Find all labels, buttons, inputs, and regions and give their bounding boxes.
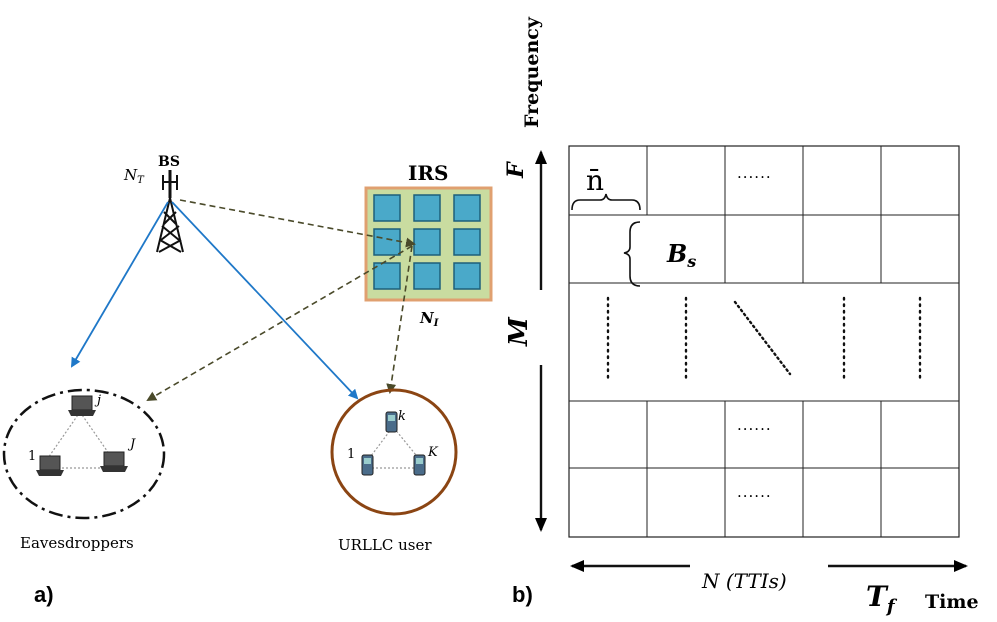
panel-b: ...... ...... ...... n̄ Bs Frequency F M… — [503, 16, 979, 617]
panel-b-label: b) — [512, 582, 533, 607]
frequency-axis-label: Frequency — [521, 16, 543, 128]
bs-tower-icon — [156, 170, 184, 253]
urllc-label-1: 1 — [347, 447, 355, 462]
f-label: F — [503, 161, 529, 179]
bs-to-eavesdroppers-link — [70, 201, 169, 368]
phone-icon — [361, 454, 374, 476]
row-dots: ...... — [737, 483, 772, 501]
irs-panel — [364, 186, 493, 302]
irs-to-urllc-link — [386, 245, 413, 394]
eavesdropper-label-1: 1 — [28, 449, 36, 464]
irs-label: IRS — [408, 161, 448, 185]
diagonal-dots — [733, 300, 792, 376]
n-tti-label: N (TTIs) — [701, 569, 787, 593]
panel-a-label: a) — [34, 582, 54, 607]
m-label: M — [504, 316, 534, 347]
urllc-caption: URLLC user — [338, 536, 432, 554]
bs-block-label: Bs — [666, 239, 696, 271]
vertical-dots — [606, 296, 922, 380]
irs-element — [413, 228, 441, 256]
laptop-icon — [36, 455, 64, 476]
irs-elements-label: NI — [419, 309, 439, 329]
nbar-brace — [571, 193, 641, 211]
laptop-icon — [100, 451, 128, 472]
bs-label: BS — [158, 154, 180, 170]
irs-element — [453, 262, 481, 290]
irs-element — [373, 194, 401, 222]
phone-icon — [413, 454, 426, 476]
phone-icon — [385, 411, 398, 433]
panel-a: BS NT IRS NI j — [2, 154, 493, 607]
irs-element — [413, 194, 441, 222]
bs-antenna-label: NT — [123, 166, 145, 186]
eavesdropper-label-J: J — [127, 437, 136, 452]
eavesdroppers-circle — [2, 388, 166, 520]
time-axis-label: Time — [925, 591, 979, 613]
nbar-label: n̄ — [586, 164, 604, 197]
resource-grid — [568, 145, 960, 538]
eavesdropper-label-j: j — [94, 393, 101, 408]
irs-element — [413, 262, 441, 290]
bs-brace — [623, 221, 641, 287]
row-dots: ...... — [737, 164, 772, 182]
irs-to-eavesdroppers-link — [146, 245, 413, 402]
irs-element — [453, 228, 481, 256]
irs-element — [453, 194, 481, 222]
urllc-circle — [330, 388, 458, 516]
urllc-label-k: k — [398, 409, 406, 424]
eavesdroppers-caption: Eavesdroppers — [20, 534, 134, 552]
irs-element — [373, 262, 401, 290]
irs-element — [373, 228, 401, 256]
tf-label: Tf — [866, 580, 898, 617]
row-dots: ...... — [737, 416, 772, 434]
laptop-icon — [68, 395, 96, 416]
bs-to-urllc-link — [171, 201, 359, 400]
urllc-label-K: K — [427, 445, 439, 460]
